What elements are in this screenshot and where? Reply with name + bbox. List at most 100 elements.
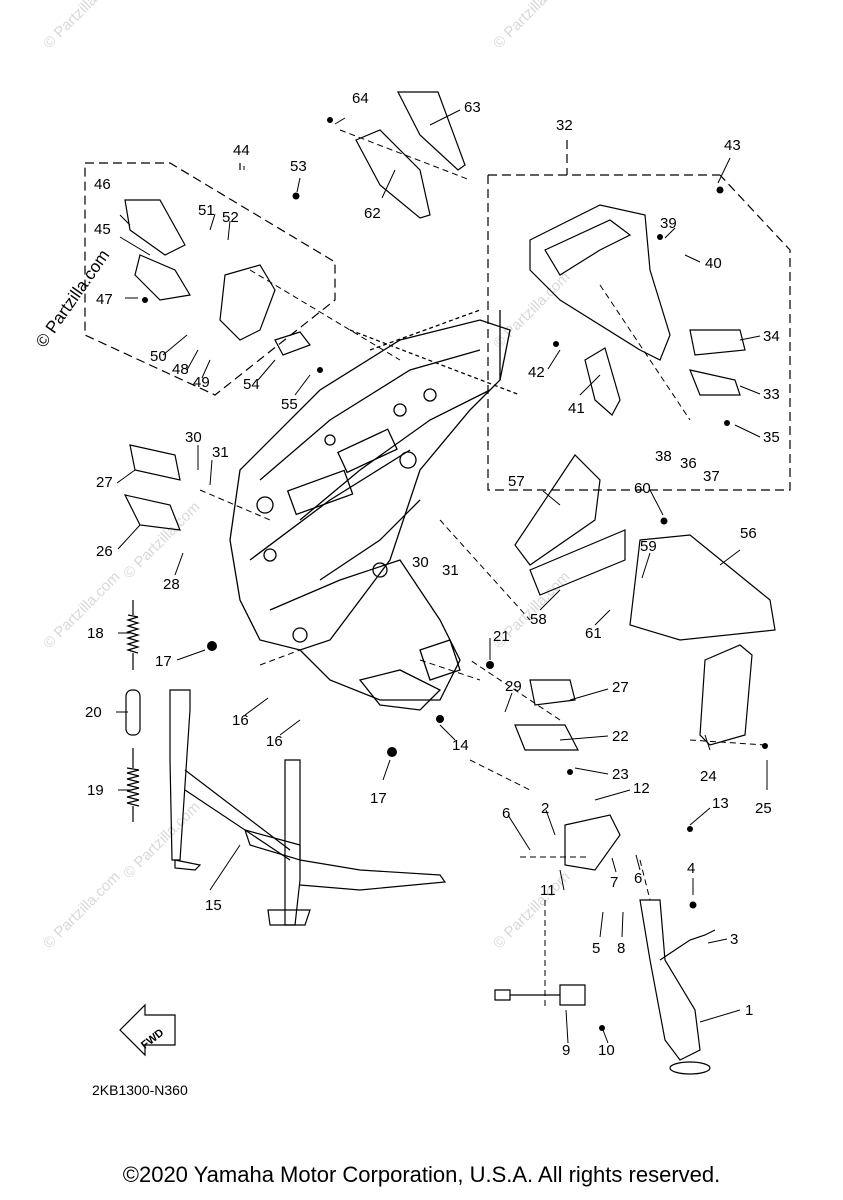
callout-31a: 31 bbox=[212, 444, 229, 461]
callout-50: 50 bbox=[150, 348, 167, 365]
part-41 bbox=[584, 347, 621, 416]
group-box-44 bbox=[84, 162, 336, 396]
callout-10: 10 bbox=[598, 1042, 615, 1059]
callout-31b: 31 bbox=[442, 562, 459, 579]
copyright-notice: ©2020 Yamaha Motor Corporation, U.S.A. A… bbox=[122, 1162, 721, 1187]
frame bbox=[229, 309, 521, 711]
callout-30b: 30 bbox=[412, 554, 429, 571]
plate-24 bbox=[699, 644, 753, 746]
callout-17b: 17 bbox=[370, 790, 387, 807]
fwd-label: FWD bbox=[139, 1027, 166, 1052]
callout-42: 42 bbox=[528, 364, 545, 381]
spring-18 bbox=[125, 600, 141, 670]
footpeg-rubber-27 bbox=[129, 444, 181, 481]
callout-53: 53 bbox=[290, 158, 307, 175]
footpeg-rubber-46 bbox=[124, 199, 186, 256]
callout-46: 46 bbox=[94, 176, 111, 193]
callout-6a: 6 bbox=[502, 805, 510, 822]
footpeg-45 bbox=[134, 254, 191, 301]
bolts bbox=[142, 117, 768, 1031]
callout-6b: 6 bbox=[634, 870, 642, 887]
pin-20 bbox=[125, 689, 141, 736]
callout-7: 7 bbox=[610, 874, 618, 891]
part-54 bbox=[274, 331, 311, 356]
callout-44: 44 bbox=[233, 142, 250, 159]
callout-36: 36 bbox=[680, 455, 697, 472]
footpeg-rubber-27b bbox=[529, 679, 576, 706]
cover-56 bbox=[629, 534, 776, 641]
callout-61: 61 bbox=[585, 625, 602, 642]
footpeg-26 bbox=[123, 494, 181, 531]
callout-60: 60 bbox=[634, 480, 651, 497]
guard-63 bbox=[397, 91, 466, 171]
callout-21: 21 bbox=[493, 628, 510, 645]
callout-34: 34 bbox=[763, 328, 780, 345]
callout-59: 59 bbox=[640, 538, 657, 555]
callout-45: 45 bbox=[94, 221, 111, 238]
callout-5: 5 bbox=[592, 940, 600, 957]
callout-63: 63 bbox=[464, 99, 481, 116]
callout-51: 51 bbox=[198, 202, 215, 219]
callout-12: 12 bbox=[633, 780, 650, 797]
callout-56: 56 bbox=[740, 525, 757, 542]
callout-35: 35 bbox=[763, 429, 780, 446]
cover-57 bbox=[514, 454, 601, 566]
callout-8: 8 bbox=[617, 940, 625, 957]
group-box-32 bbox=[487, 140, 791, 491]
footpeg-33 bbox=[689, 369, 741, 396]
callout-4: 4 bbox=[687, 860, 695, 877]
footpeg-rubber-34 bbox=[689, 329, 746, 356]
callout-32: 32 bbox=[556, 117, 573, 134]
callout-54: 54 bbox=[243, 376, 260, 393]
callout-62: 62 bbox=[364, 205, 381, 222]
callout-9: 9 bbox=[562, 1042, 570, 1059]
guard-62 bbox=[355, 129, 431, 219]
fwd-arrow-icon bbox=[119, 1003, 176, 1057]
side-stand-1 bbox=[639, 899, 701, 1061]
callout-15: 15 bbox=[205, 897, 222, 914]
callout-26: 26 bbox=[96, 543, 113, 560]
callout-39: 39 bbox=[660, 215, 677, 232]
callout-38: 38 bbox=[655, 448, 672, 465]
callout-16b: 16 bbox=[266, 733, 283, 750]
callout-43: 43 bbox=[724, 137, 741, 154]
callout-55: 55 bbox=[281, 396, 298, 413]
callout-11: 11 bbox=[540, 882, 556, 899]
callout-48: 48 bbox=[172, 361, 189, 378]
spring-19 bbox=[126, 748, 140, 822]
callout-14: 14 bbox=[452, 737, 469, 754]
spring-3 bbox=[659, 929, 716, 961]
callout-58: 58 bbox=[530, 611, 547, 628]
callout-18: 18 bbox=[87, 625, 104, 642]
bracket-2 bbox=[564, 814, 621, 871]
callout-24: 24 bbox=[700, 768, 717, 785]
callout-29: 29 bbox=[505, 678, 522, 695]
callout-33: 33 bbox=[763, 386, 780, 403]
switch-9 bbox=[494, 984, 586, 1006]
bracket-32 bbox=[529, 204, 671, 361]
callout-49: 49 bbox=[193, 374, 210, 391]
callout-52: 52 bbox=[222, 209, 239, 226]
alignment-lines bbox=[199, 129, 766, 1010]
callout-17a: 17 bbox=[155, 653, 172, 670]
diagram-code: 2KB1300-N360 bbox=[92, 1082, 188, 1098]
callout-27b: 27 bbox=[612, 679, 629, 696]
callout-23: 23 bbox=[612, 766, 629, 783]
cover-58 bbox=[529, 529, 626, 596]
callout-64: 64 bbox=[352, 90, 369, 107]
callout-19: 19 bbox=[87, 782, 104, 799]
leader-lines bbox=[116, 109, 768, 1044]
bracket-44 bbox=[219, 264, 276, 341]
callout-13: 13 bbox=[712, 795, 729, 812]
callouts: 1 2 3 4 5 6 6 7 8 9 10 11 12 13 14 15 16… bbox=[85, 90, 780, 1059]
callout-41: 41 bbox=[568, 400, 585, 417]
callout-1: 1 bbox=[745, 1002, 753, 1019]
callout-30a: 30 bbox=[185, 429, 202, 446]
callout-2: 2 bbox=[541, 800, 549, 817]
callout-16a: 16 bbox=[232, 712, 249, 729]
callout-20: 20 bbox=[85, 704, 102, 721]
callout-37: 37 bbox=[703, 468, 720, 485]
callout-28: 28 bbox=[163, 576, 180, 593]
